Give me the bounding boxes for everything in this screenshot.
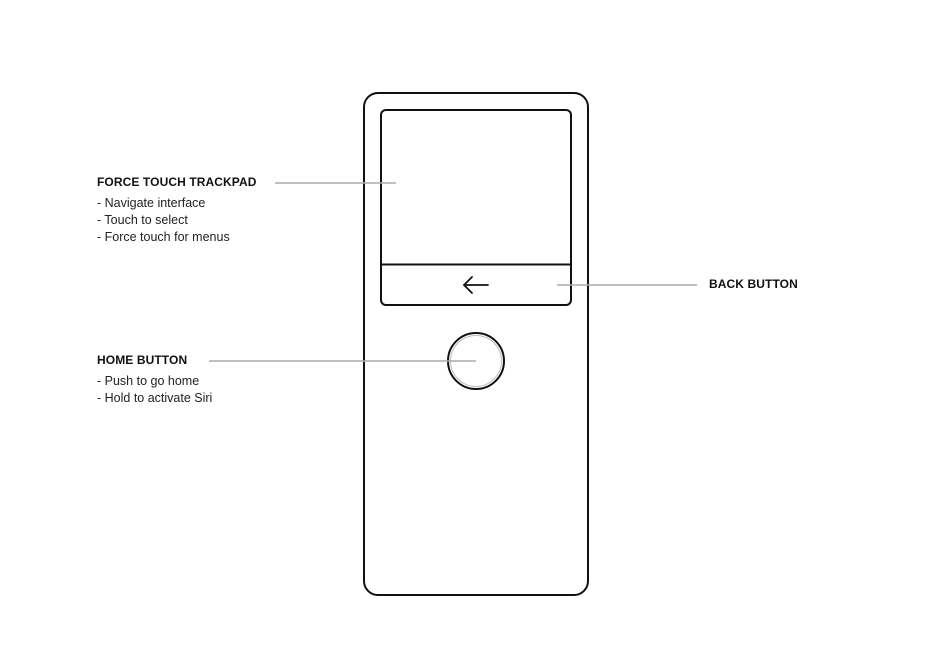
trackpad-area bbox=[380, 109, 572, 306]
remote-body bbox=[363, 92, 589, 596]
list-item: - Touch to select bbox=[97, 213, 188, 227]
home-button-label: HOME BUTTON bbox=[97, 353, 188, 367]
arrow-left-icon bbox=[463, 276, 489, 294]
list-item: - Force touch for menus bbox=[97, 230, 230, 244]
list-item: - Push to go home bbox=[97, 374, 200, 388]
list-item: - Navigate interface bbox=[97, 196, 206, 210]
back-button-label: BACK BUTTON bbox=[709, 277, 798, 291]
trackpad-feature-list: - Navigate interface - Touch to select -… bbox=[97, 195, 230, 246]
list-item: - Hold to activate Siri bbox=[97, 391, 213, 405]
home-feature-list: - Push to go home - Hold to activate Sir… bbox=[97, 373, 212, 407]
trackpad-label: FORCE TOUCH TRACKPAD bbox=[97, 175, 257, 189]
